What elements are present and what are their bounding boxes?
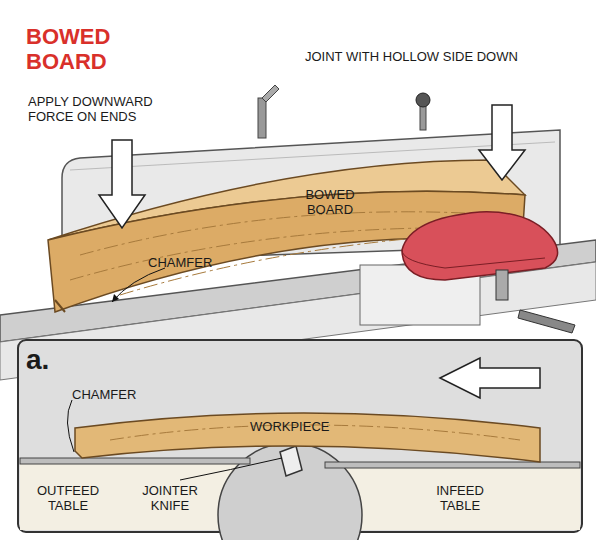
figure-letter: a. [26, 344, 66, 376]
infeed-table [325, 462, 580, 468]
feed-arrow [440, 358, 540, 398]
part-label: CHAMFER [72, 388, 162, 403]
note-text: APPLY DOWNWARD FORCE ON ENDS [28, 95, 198, 125]
force-arrow [479, 105, 525, 180]
fence-lever [262, 85, 279, 102]
part-label: INFEED TABLE [420, 484, 500, 514]
leader-line [180, 458, 282, 480]
fence-knob-post [420, 104, 426, 130]
leader-line [67, 400, 74, 452]
guard-edge [402, 250, 545, 268]
force-arrow [99, 140, 145, 228]
blade-guard [402, 212, 558, 280]
jointer-knife [280, 446, 302, 476]
fence-knob [416, 93, 430, 107]
leader-line [112, 268, 165, 302]
fence-lever [258, 98, 266, 138]
outfeed-table [20, 458, 250, 464]
guard-post [496, 270, 508, 300]
chamfer-edge [55, 300, 65, 312]
leader-head [112, 294, 119, 302]
workpiece [75, 413, 540, 462]
part-label: CHAMFER [148, 256, 238, 271]
part-label: WORKPIECE [250, 420, 350, 435]
part-label: BOWED BOARD [290, 188, 370, 218]
title-text: BOWED BOARD [26, 24, 136, 75]
part-label: JOINTER KNIFE [130, 484, 210, 514]
note-text: JOINT WITH HOLLOW SIDE DOWN [305, 50, 575, 65]
handle [518, 310, 575, 333]
part-label: OUTFEED TABLE [28, 484, 108, 514]
